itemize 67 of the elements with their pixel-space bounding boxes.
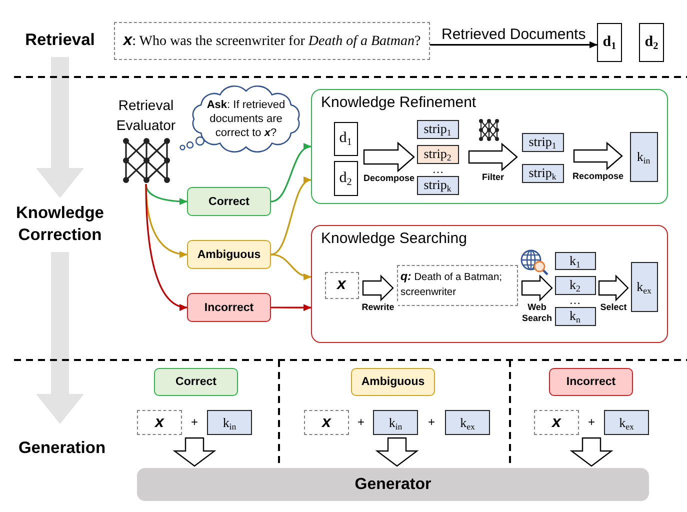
arrow xyxy=(270,144,312,202)
verdict-box: Incorrect xyxy=(187,293,271,322)
knowledge-box: k$_{in}$ xyxy=(373,410,418,435)
verdict-box: Ambiguous xyxy=(187,240,271,269)
block-arrow xyxy=(521,274,553,302)
block-arrow xyxy=(570,437,614,467)
ellipsis: … xyxy=(432,162,444,176)
section-title: Generation xyxy=(14,436,110,460)
verdict-box: Ambiguous xyxy=(351,368,435,396)
plus-sign: + xyxy=(191,415,198,429)
knowledge-box: k$_{n}$ xyxy=(554,306,596,326)
knowledge-box: k$_{ex}$ xyxy=(630,262,658,312)
arrow xyxy=(270,254,312,280)
stage-arrow xyxy=(36,252,84,424)
arrow xyxy=(271,304,312,312)
panel-title: Knowledge Refinement xyxy=(321,94,476,112)
arrow xyxy=(145,184,188,310)
plus-sign: + xyxy=(358,415,365,429)
knowledge-box: k$_{ex}$ xyxy=(445,410,490,435)
verdict-box: Incorrect xyxy=(549,368,633,396)
edge-label: Recompose xyxy=(570,171,626,182)
document-box: d$_{2}$ xyxy=(639,23,664,62)
section-title: Retrieval xyxy=(14,29,106,51)
query-box: x xyxy=(534,410,579,435)
edge-label: Select xyxy=(598,302,630,313)
edge-label: Decompose xyxy=(362,173,416,184)
question-box: x: Who was the screenwriter for Death of a Batman? xyxy=(114,22,430,60)
strip-box: strip$_{2}$ xyxy=(416,144,458,164)
edge-label: Web Search xyxy=(520,302,554,324)
block-arrow xyxy=(172,437,216,467)
knowledge-box: k$_{in}$ xyxy=(630,132,658,182)
document-box: d$_{1}$ xyxy=(334,122,358,156)
verdict-box: Correct xyxy=(154,368,238,396)
strip-box: strip$_{1}$ xyxy=(416,120,458,138)
strip-box: strip$_{1}$ xyxy=(522,132,564,152)
knowledge-box: k$_{2}$ xyxy=(554,276,596,294)
document-box: d$_{2}$ xyxy=(334,160,358,196)
query-box: x xyxy=(137,410,182,435)
node-title: Retrieval Evaluator xyxy=(115,96,177,135)
rewritten-query-box: q: Death of a Batman; screenwriter xyxy=(396,264,518,306)
arrow xyxy=(270,178,312,256)
generator-bar: Generator xyxy=(137,468,649,501)
strip-box: strip$_{k}$ xyxy=(416,176,458,194)
arrow xyxy=(430,41,598,48)
query-box: x xyxy=(324,272,358,298)
bubble-text: Ask: If retrieved documents are correct to x? xyxy=(206,98,286,140)
block-arrow xyxy=(598,274,629,302)
process-panel xyxy=(311,225,668,343)
verdict-box: Correct xyxy=(187,187,271,216)
knowledge-box: k$_{in}$ xyxy=(207,410,252,435)
section-title: Knowledge Correction xyxy=(10,202,110,246)
knowledge-box: k$_{ex}$ xyxy=(604,410,649,435)
process-panel xyxy=(311,89,668,204)
block-arrow xyxy=(362,274,394,302)
stage-arrow xyxy=(36,57,84,198)
plus-sign: + xyxy=(428,415,436,429)
knowledge-box: k$_{1}$ xyxy=(554,252,596,270)
plus-sign: + xyxy=(588,415,596,429)
block-arrow xyxy=(375,437,419,467)
panel-title: Knowledge Searching xyxy=(321,230,467,248)
query-box: x xyxy=(304,410,349,435)
document-box: d$_{1}$ xyxy=(597,23,622,62)
ellipsis: … xyxy=(569,293,581,307)
block-arrow xyxy=(468,142,518,172)
block-arrow xyxy=(573,142,623,170)
strip-box: strip$_{k}$ xyxy=(522,164,564,182)
block-arrow xyxy=(363,142,415,172)
